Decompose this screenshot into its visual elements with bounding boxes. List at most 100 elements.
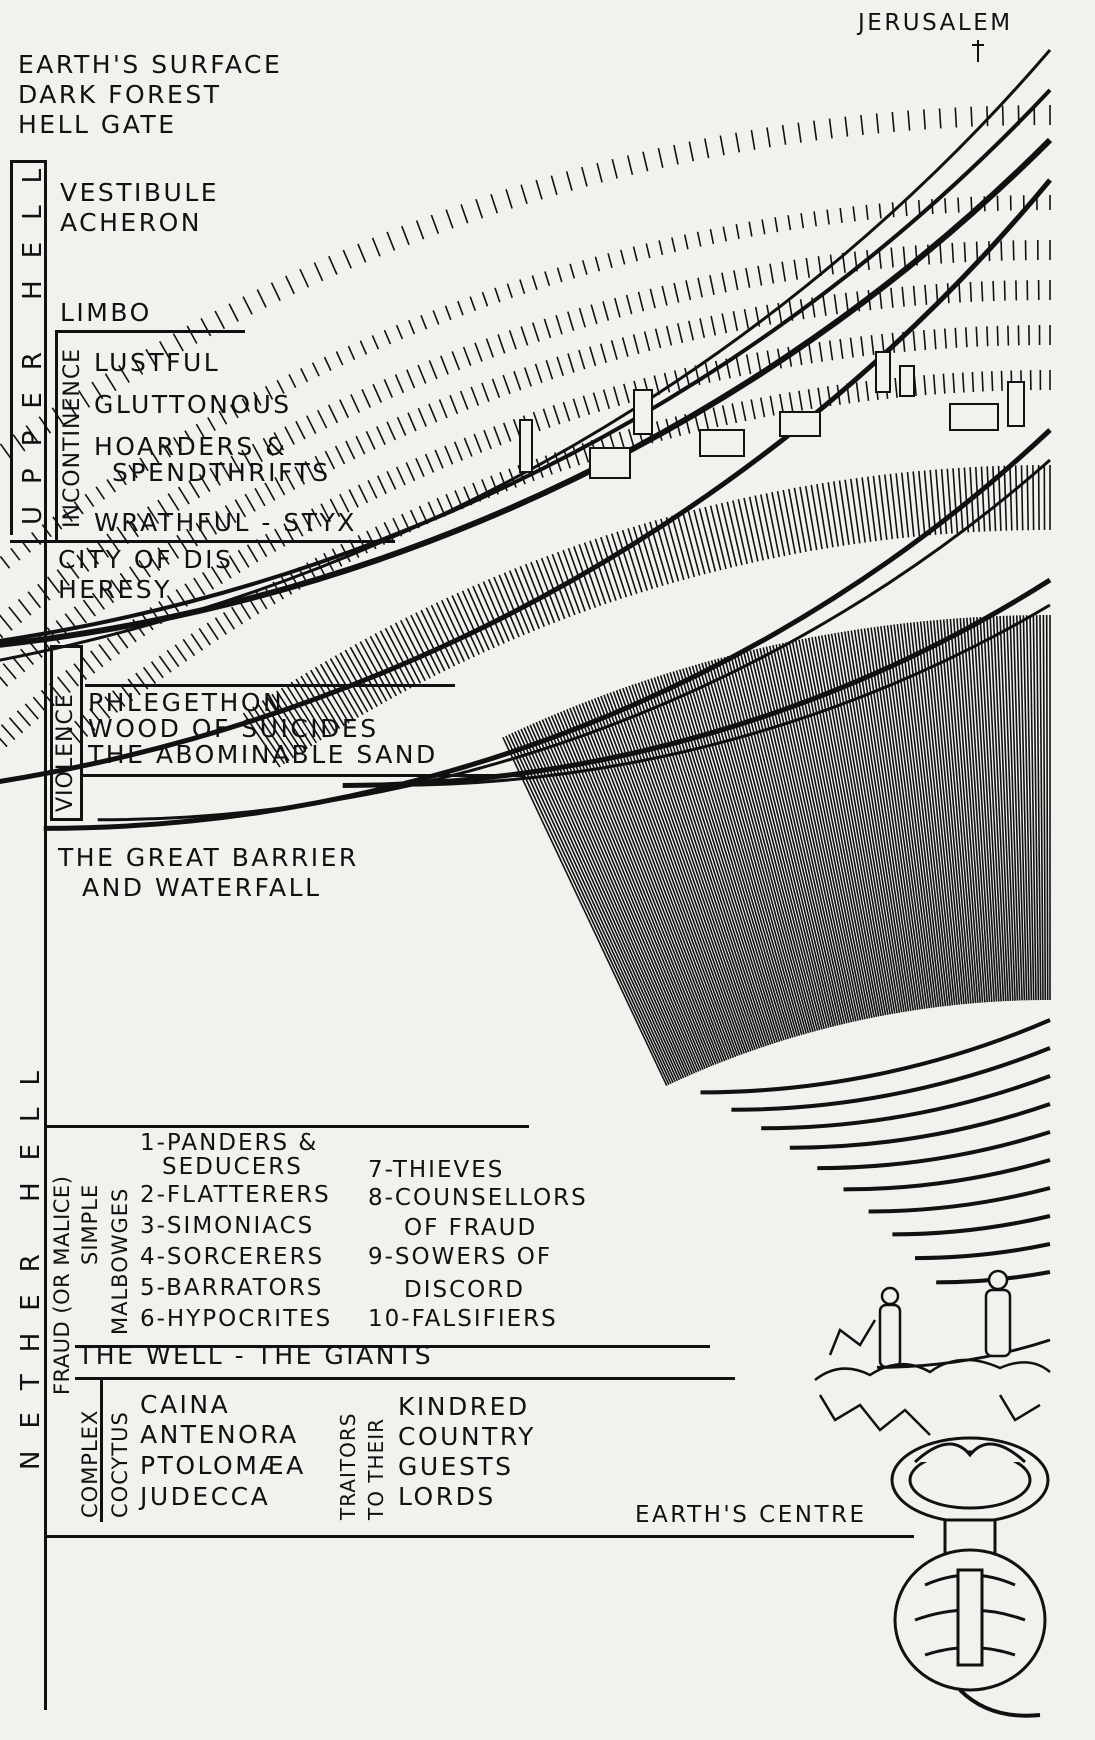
circle-vestibule-hatch [0, 195, 1051, 576]
malbowges-ditch-7 [868, 1186, 1051, 1214]
great-barrier-label: THE GREAT BARRIER [58, 843, 359, 872]
hell-circles-arcs [0, 49, 1053, 1369]
well-giants-rule [75, 1377, 735, 1380]
malbowges-item-1b: SEDUCERS [162, 1154, 303, 1180]
nether-hell-border [44, 160, 47, 1710]
malbowges-ditch-4 [789, 1102, 1051, 1150]
figures-group [519, 40, 1051, 1718]
acheron-arc [0, 178, 1052, 784]
malbowges-item-6: 6-HYPOCRITES [140, 1306, 333, 1332]
circle-lustful-hatch [0, 279, 1051, 687]
wrathful-styx-label: WRATHFUL - STYX [94, 508, 357, 537]
incontinence-section-label: INCONTINENCE [60, 347, 85, 528]
gluttonous-label: GLUTTONOUS [94, 390, 292, 419]
earths-centre-label: EARTH'S CENTRE [635, 1502, 867, 1528]
country-label: COUNTRY [398, 1422, 536, 1451]
circle-gluttonous-hatch [0, 324, 1051, 748]
malbowges-item-4: 4-SORCERERS [140, 1244, 325, 1270]
lustful-label: LUSTFUL [94, 348, 221, 377]
wrathful-rule [10, 540, 395, 543]
ptolomaea-label: PTOLOMÆA [140, 1451, 306, 1480]
malbowges-item-2: 2-FLATTERERS [140, 1182, 331, 1208]
simple-section-label: SIMPLE [78, 1183, 102, 1265]
violence-box-left [50, 645, 53, 820]
jerusalem-label: JERUSALEM [858, 10, 1013, 36]
circle-limbo-hatch-strokes [0, 239, 1051, 639]
city-of-dis-label: CITY OF DIS [58, 545, 234, 574]
heresy-hatch [242, 464, 1051, 768]
circle-hoarders-hatch [66, 369, 1051, 744]
limbo-rule [55, 330, 245, 333]
nether-hell-section-label: NETHER HELL [16, 1048, 46, 1470]
malbowges-ditch-8 [892, 1214, 1051, 1237]
malbowges-rule [75, 1345, 710, 1348]
well-giants-label: THE WELL - THE GIANTS [78, 1341, 434, 1370]
malbowges-ditch-2 [731, 1046, 1051, 1112]
hatching-strokes [0, 105, 1051, 1087]
acheron-label: ACHERON [60, 208, 202, 237]
circle-hoarders-hatch-strokes [66, 369, 1051, 744]
great-barrier-hatch-strokes [502, 614, 1051, 1087]
dis-wall-arc [97, 458, 1051, 822]
city-of-dis-towers-icon [519, 351, 1025, 479]
heresy-hatch-strokes [242, 464, 1051, 768]
spendthrifts-label: SPENDTHRIFTS [112, 458, 331, 487]
hell-gate-arc [0, 137, 1053, 648]
judecca-label: JUDECCA [140, 1482, 271, 1511]
malbowges-ditch-5 [817, 1130, 1051, 1171]
abominable-sand-label: THE ABOMINABLE SAND [88, 740, 438, 769]
cocytus-section-label: COCYTUS [108, 1411, 132, 1518]
malbowges-ditch-9 [914, 1242, 1051, 1261]
earths-centre-rule [44, 1535, 914, 1538]
great-barrier-hatch [502, 614, 1051, 1087]
heresy-label: HERESY [58, 575, 172, 604]
circle-gluttonous-hatch-strokes [0, 324, 1051, 748]
forest-hatch-strokes [0, 105, 1051, 469]
limbo-label: LIMBO [60, 298, 152, 327]
violence-box-top [50, 645, 83, 648]
malbowges-item-5: 5-BARRATORS [140, 1275, 324, 1301]
antenora-label: ANTENORA [140, 1420, 299, 1449]
incontinence-box-left [55, 330, 58, 540]
violence-box-right [80, 645, 83, 820]
circle-limbo-hatch [0, 239, 1051, 639]
hell-gate-label: HELL GATE [18, 110, 177, 139]
left-outer-border [10, 160, 13, 535]
well-rocks-icon [814, 1319, 1051, 1436]
malbowges-item-7: 7-THIEVES [368, 1157, 505, 1183]
complex-box-right [100, 1377, 103, 1522]
to-their-label: TO THEIR [364, 1417, 388, 1520]
malbowges-item-10: 10-FALSIFIERS [368, 1306, 558, 1332]
violence-box-bottom [50, 818, 83, 821]
phlegethon-label: PHLEGETHON [88, 688, 285, 717]
violence-section-label: VIOLENCE [53, 693, 78, 812]
fraud-top-rule [44, 1125, 529, 1128]
lords-label: LORDS [398, 1482, 496, 1511]
forest-arc [0, 88, 1052, 643]
kindred-label: KINDRED [398, 1392, 530, 1421]
upper-hell-top-rule [10, 160, 47, 163]
earths-surface-label: EARTH'S SURFACE [18, 50, 283, 79]
malbowges-ditch-1 [700, 1018, 1051, 1095]
caina-label: CAINA [140, 1390, 231, 1419]
dark-forest-label: DARK FOREST [18, 80, 222, 109]
jerusalem-cross-icon [972, 40, 984, 62]
malbowges-section-label: MALBOWGES [108, 1187, 132, 1335]
malbowges-item-8: 8-COUNSELLORS [368, 1185, 588, 1211]
malbowges-item-9b: DISCORD [404, 1277, 525, 1303]
circle-vestibule-hatch-strokes [0, 195, 1051, 576]
dante-virgil-figures-icon [878, 1269, 1012, 1369]
fraud-section-label: FRAUD (OR MALICE) [50, 1175, 74, 1395]
malbowges-ditch-3 [761, 1074, 1051, 1131]
malbowges-item-3: 3-SIMONIACS [140, 1213, 315, 1239]
vestibule-label: VESTIBULE [60, 178, 220, 207]
malbowges-ditch-6 [843, 1158, 1051, 1192]
malbowges-item-9: 9-SOWERS OF [368, 1244, 553, 1270]
lucifer-figure-icon [890, 1436, 1050, 1718]
traitors-label: TRAITORS [336, 1412, 360, 1520]
waterfall-label: AND WATERFALL [82, 873, 322, 902]
phlegethon-arc [342, 577, 1052, 788]
abominable-sand-rule [80, 774, 525, 777]
malbowges-item-1: 1-PANDERS & [140, 1130, 319, 1156]
